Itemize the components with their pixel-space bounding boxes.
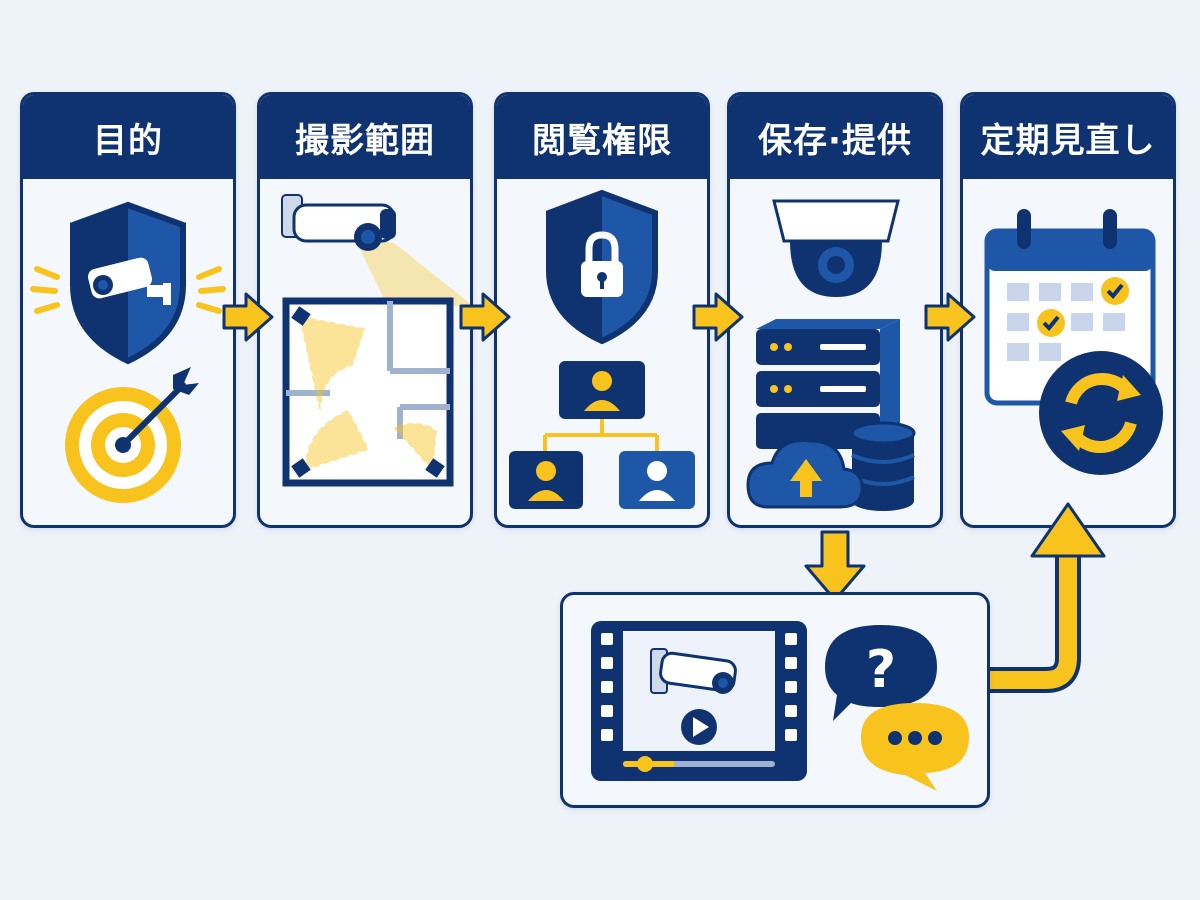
arrow-storage-to-review	[924, 292, 976, 342]
scope-art	[281, 194, 470, 487]
step-title-storage: 保存·提供	[730, 95, 940, 179]
step-card-access: 閲覧権限	[494, 92, 710, 528]
server-icon	[756, 319, 900, 449]
shield-camera-icon	[70, 201, 186, 365]
arrow-scope-to-access	[459, 292, 511, 342]
step-title-purpose: 目的	[23, 95, 233, 179]
review-art	[984, 209, 1163, 475]
access-art	[509, 189, 695, 509]
chat-bubble-icon	[861, 703, 969, 791]
step-card-scope: 撮影範囲	[257, 92, 473, 528]
dome-camera-icon	[772, 199, 900, 297]
step-card-purpose: 目的	[20, 92, 236, 528]
inquiry-panel: ?	[560, 592, 990, 808]
cloud-upload-icon	[746, 438, 864, 509]
org-chart-icon	[509, 361, 695, 509]
database-icon	[850, 421, 916, 511]
svg-text:?: ?	[866, 640, 896, 700]
alert-rays-right	[196, 266, 226, 314]
step-card-storage: 保存·提供	[727, 92, 943, 528]
question-bubble-icon: ?	[825, 625, 937, 721]
arrow-storage-to-inquiry	[804, 530, 866, 602]
storage-art	[746, 199, 916, 511]
step-title-scope: 撮影範囲	[260, 95, 470, 179]
arrow-purpose-to-scope	[222, 292, 274, 342]
step-card-review: 定期見直し	[960, 92, 1176, 528]
floor-plan-icon	[282, 297, 454, 487]
refresh-icon	[1039, 351, 1163, 475]
step-title-access: 閲覧権限	[497, 95, 707, 179]
arrow-inquiry-to-review	[990, 502, 1106, 693]
security-camera-icon	[281, 194, 396, 251]
camera-view-cone	[354, 237, 470, 311]
alert-rays-left	[30, 266, 60, 314]
purpose-art	[30, 201, 226, 503]
target-icon	[65, 367, 199, 503]
video-player-icon	[591, 621, 807, 781]
inquiry-art: ?	[591, 621, 969, 791]
arrow-access-to-storage	[692, 292, 744, 342]
shield-lock-icon	[546, 189, 658, 345]
step-title-review: 定期見直し	[963, 95, 1173, 179]
